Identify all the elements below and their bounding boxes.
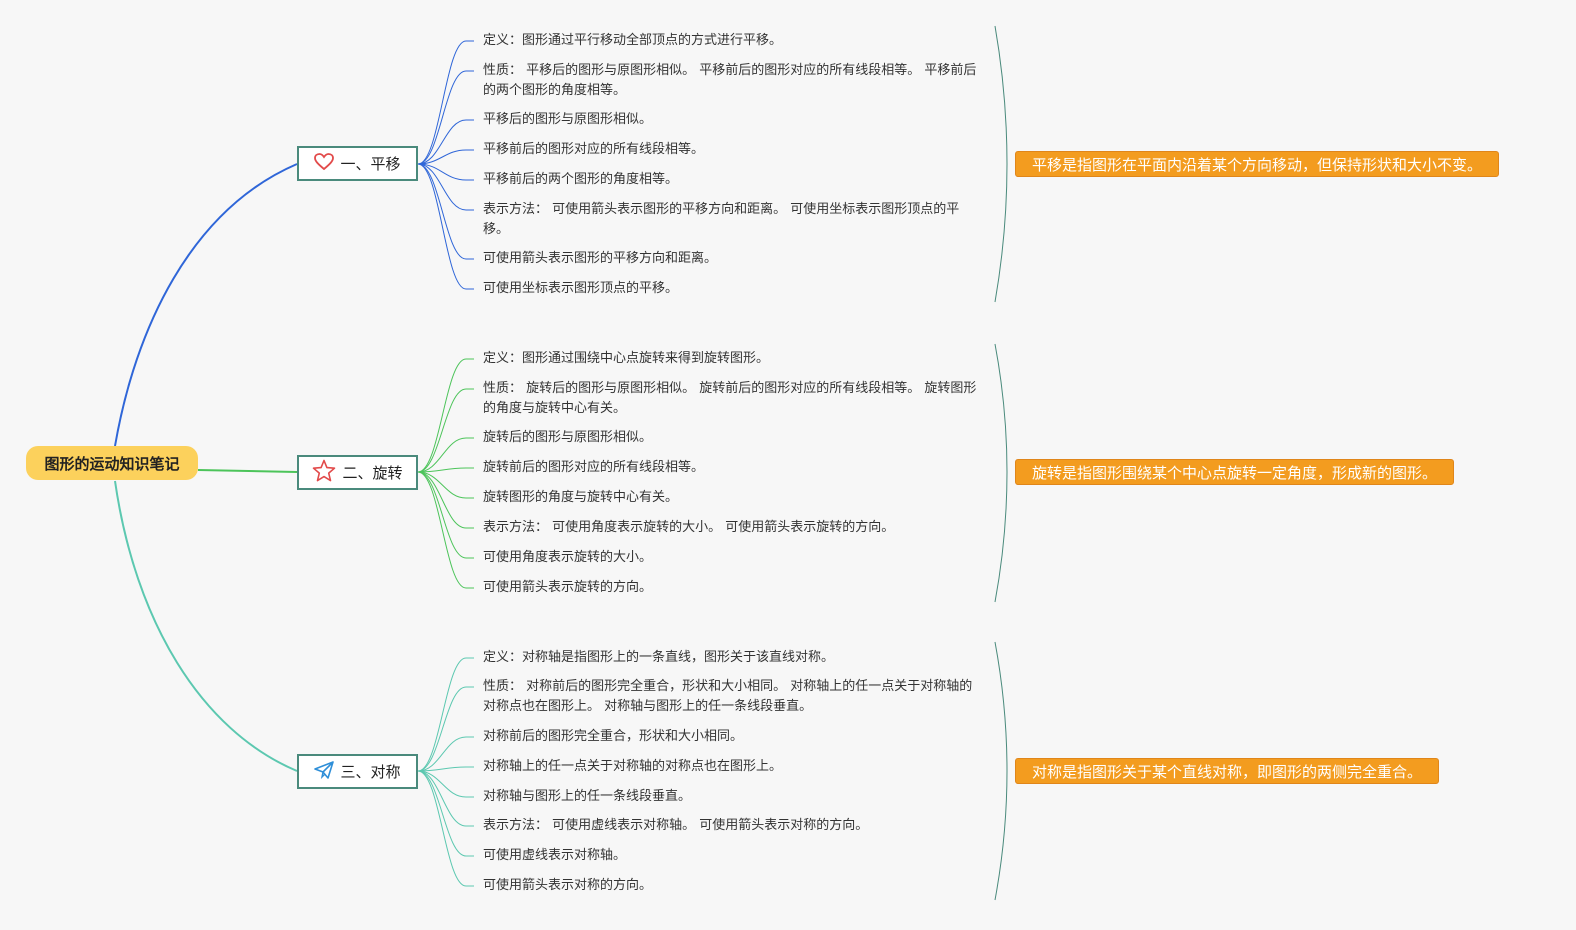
leaf-symmetry-property-1[interactable]: 对称前后的图形完全重合，形状和大小相同。 (483, 729, 744, 744)
leaf-translation-definition[interactable]: 定义：图形通过平行移动全部顶点的方式进行平移。 (483, 33, 783, 48)
leaf-symmetry-properties[interactable]: 性质： 对称前后的图形完全重合，形状和大小相同。 对称轴上的任一点关于对称轴的对… (483, 679, 973, 714)
connector-rotation-leaf-1 (417, 358, 474, 473)
connector-rotation-leaf-6 (417, 471, 474, 529)
connector-symmetry-leaf-4 (417, 766, 474, 772)
summary-translation[interactable]: 平移是指图形在平面内沿着某个方向移动，但保持形状和大小不变。 (1015, 151, 1500, 177)
connector-symmetry-leaf-6 (417, 770, 474, 827)
leaf-symmetry-representation[interactable]: 表示方法： 可使用虚线表示对称轴。 可使用箭头表示对称的方向。 (483, 818, 869, 833)
connector-symmetry-leaf-2 (417, 686, 474, 772)
connector-symmetry-leaf-3 (417, 736, 474, 772)
connector-translation-leaf-2 (417, 70, 474, 165)
leaf-symmetry-definition[interactable]: 定义：对称轴是指图形上的一条直线，图形关于该直线对称。 (483, 650, 835, 665)
leaf-symmetry-property-2[interactable]: 对称轴上的任一点关于对称轴的对称点也在图形上。 (483, 759, 783, 774)
leaf-rotation-property-1[interactable]: 旋转后的图形与原图形相似。 (483, 430, 653, 445)
connector-rotation-leaf-5 (417, 471, 474, 499)
summary-brace-rotation (994, 343, 1008, 603)
connector-rotation-leaf-8 (417, 471, 474, 589)
leaf-translation-property-1[interactable]: 平移后的图形与原图形相似。 (483, 112, 653, 127)
leaf-rotation-property-3[interactable]: 旋转图形的角度与旋转中心有关。 (483, 490, 679, 505)
branch-translation-label: 一、平移 (340, 155, 401, 173)
root-topic[interactable]: 图形的运动知识笔记 (26, 446, 198, 480)
leaf-symmetry-property-3[interactable]: 对称轴与图形上的任一条线段垂直。 (483, 789, 692, 804)
leaf-rotation-representation-1[interactable]: 可使用角度表示旋转的大小。 (483, 550, 653, 565)
root-topic-label: 图形的运动知识笔记 (44, 454, 180, 473)
leaf-translation-representation-2[interactable]: 可使用坐标表示图形顶点的平移。 (483, 281, 679, 296)
summary-rotation[interactable]: 旋转是指图形围绕某个中心点旋转一定角度，形成新的图形。 (1015, 459, 1455, 485)
leaf-translation-representation-1[interactable]: 可使用箭头表示图形的平移方向和距离。 (483, 251, 718, 266)
leaf-symmetry-representation-2[interactable]: 可使用箭头表示对称的方向。 (483, 878, 653, 893)
leaf-translation-representation[interactable]: 表示方法： 可使用箭头表示图形的平移方向和距离。 可使用坐标表示图形顶点的平移。 (483, 202, 960, 237)
connector-symmetry-leaf-1 (417, 657, 474, 772)
heart-icon (314, 152, 335, 175)
connector-root-symmetry (114, 480, 298, 772)
connector-symmetry-leaf-8 (417, 770, 474, 887)
leaf-rotation-properties[interactable]: 性质： 旋转后的图形与原图形相似。 旋转前后的图形对应的所有线段相等。 旋转图形… (483, 381, 977, 416)
connector-root-translation (114, 163, 298, 447)
leaf-translation-properties[interactable]: 性质： 平移后的图形与原图形相似。 平移前后的图形对应的所有线段相等。 平移前后… (483, 63, 977, 98)
leaf-rotation-representation[interactable]: 表示方法： 可使用角度表示旋转的大小。 可使用箭头表示旋转的方向。 (483, 520, 895, 535)
connector-rotation-leaf-3 (417, 437, 474, 473)
star-icon (312, 459, 336, 487)
branch-translation[interactable]: 一、平移 (297, 146, 418, 181)
connector-symmetry-leaf-7 (417, 770, 474, 857)
leaf-translation-property-3[interactable]: 平移前后的两个图形的角度相等。 (483, 172, 679, 187)
connector-translation-leaf-6 (417, 163, 474, 211)
connector-translation-leaf-4 (417, 149, 474, 165)
leaf-symmetry-representation-1[interactable]: 可使用虚线表示对称轴。 (483, 848, 627, 863)
branch-rotation[interactable]: 二、旋转 (297, 455, 418, 490)
connector-root-rotation (197, 469, 298, 473)
connector-translation-leaf-1 (417, 40, 474, 165)
summary-brace-translation (994, 25, 1008, 303)
connector-rotation-leaf-4 (417, 467, 474, 473)
connector-symmetry-leaf-5 (417, 770, 474, 798)
branch-symmetry-label: 三、对称 (340, 763, 401, 781)
leaf-rotation-definition[interactable]: 定义：图形通过围绕中心点旋转来得到旋转图形。 (483, 351, 770, 366)
branch-symmetry[interactable]: 三、对称 (297, 754, 418, 789)
summary-symmetry[interactable]: 对称是指图形关于某个直线对称，即图形的两侧完全重合。 (1015, 758, 1440, 784)
connector-translation-leaf-3 (417, 119, 474, 165)
connector-translation-leaf-8 (417, 163, 474, 290)
summary-brace-symmetry (994, 641, 1008, 901)
paper-plane-icon (314, 760, 335, 783)
leaf-rotation-representation-2[interactable]: 可使用箭头表示旋转的方向。 (483, 580, 653, 595)
leaf-translation-property-2[interactable]: 平移前后的图形对应的所有线段相等。 (483, 142, 705, 157)
connector-translation-leaf-5 (417, 163, 474, 181)
connector-rotation-leaf-2 (417, 388, 474, 473)
connector-translation-leaf-7 (417, 163, 474, 260)
leaf-rotation-property-2[interactable]: 旋转前后的图形对应的所有线段相等。 (483, 460, 705, 475)
connector-rotation-leaf-7 (417, 471, 474, 559)
branch-rotation-label: 二、旋转 (342, 464, 403, 482)
